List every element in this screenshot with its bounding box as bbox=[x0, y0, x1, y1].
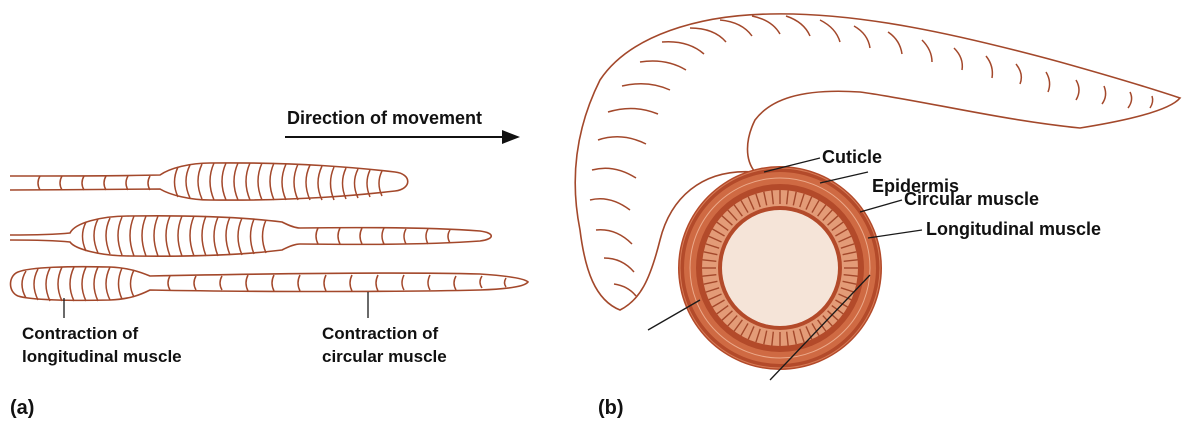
muscle-band-line bbox=[716, 221, 729, 231]
muscle-band-line bbox=[840, 287, 855, 293]
worm-1-segments bbox=[37, 162, 383, 201]
muscle-band-line bbox=[835, 228, 848, 237]
direction-label: Direction of movement bbox=[287, 108, 482, 128]
muscle-band-line bbox=[740, 200, 749, 213]
muscle-band-line bbox=[822, 315, 833, 327]
muscle-band-line bbox=[835, 299, 848, 308]
worm-stage-2 bbox=[9, 215, 493, 257]
muscle-band-line bbox=[827, 310, 839, 321]
panel-a-tag: (a) bbox=[10, 397, 34, 419]
muscle-band-line bbox=[703, 280, 718, 285]
muscle-band-line bbox=[712, 299, 725, 308]
label-cuticle: Cuticle bbox=[822, 147, 882, 167]
muscle-band-line bbox=[822, 209, 833, 221]
label-contraction-longitudinal: Contraction of longitudinal muscle bbox=[22, 324, 182, 366]
panel-b-tag: (b) bbox=[598, 397, 624, 419]
muscle-band-line bbox=[838, 235, 852, 243]
muscle-band-line bbox=[733, 204, 743, 217]
muscle-band-line bbox=[811, 200, 820, 213]
panel-b: Cuticle Epidermis Circular muscle Longit… bbox=[574, 13, 1182, 419]
body-leader-line bbox=[647, 299, 701, 331]
direction-arrow-icon bbox=[285, 130, 520, 144]
worm-cross-section bbox=[678, 166, 882, 370]
muscle-band-line bbox=[817, 204, 827, 217]
muscle-band-line bbox=[747, 196, 755, 210]
label-epidermis: Epidermis bbox=[872, 176, 959, 196]
label-circular-muscle: Circular muscle bbox=[904, 189, 1039, 209]
worm-2-segments bbox=[81, 215, 451, 257]
section-leader-line bbox=[769, 274, 871, 381]
circular-muscle-leader-line bbox=[859, 199, 903, 213]
worm-stage-1 bbox=[9, 162, 409, 201]
muscle-band-line bbox=[842, 251, 857, 256]
muscle-band-line bbox=[792, 191, 797, 206]
muscle-band-line bbox=[811, 323, 820, 336]
muscle-band-line bbox=[763, 330, 768, 345]
muscle-band-line bbox=[755, 193, 761, 208]
muscle-band-line bbox=[771, 190, 775, 205]
muscle-band-line bbox=[740, 323, 749, 336]
muscle-band-line bbox=[721, 215, 733, 226]
label-longitudinal-muscle: Longitudinal muscle bbox=[926, 219, 1101, 239]
muscle-band-line bbox=[831, 221, 844, 231]
muscle-band-line bbox=[727, 315, 738, 327]
panel-a: Direction of movement bbox=[9, 108, 530, 419]
worm-body bbox=[574, 13, 1182, 311]
muscle-band-line bbox=[708, 235, 722, 243]
label-contraction-circular: Contraction of circular muscle bbox=[322, 324, 447, 366]
muscle-band-line bbox=[747, 326, 755, 340]
muscle-band-line bbox=[792, 330, 797, 345]
muscle-band-line bbox=[716, 305, 729, 315]
muscle-band-line bbox=[702, 259, 717, 263]
muscle-band-line bbox=[771, 331, 775, 346]
cuticle-leader-line bbox=[763, 157, 821, 173]
muscle-band-line bbox=[721, 310, 733, 321]
muscle-band-line bbox=[727, 209, 738, 221]
worm-stage-3 bbox=[9, 265, 530, 302]
worm-3-segments bbox=[21, 266, 507, 302]
muscle-band-line bbox=[799, 328, 805, 343]
epidermis-leader-line bbox=[819, 171, 869, 184]
muscle-band-line bbox=[799, 193, 805, 208]
muscle-band-line bbox=[763, 191, 768, 206]
muscle-band-line bbox=[733, 319, 743, 332]
muscle-band-line bbox=[712, 228, 725, 237]
muscle-band-line bbox=[702, 273, 717, 277]
muscle-band-line bbox=[705, 243, 720, 249]
muscle-band-line bbox=[843, 259, 858, 263]
muscle-band-line bbox=[838, 293, 852, 301]
worm-body-segments bbox=[589, 15, 1154, 297]
muscle-band-line bbox=[827, 215, 839, 226]
muscle-band-line bbox=[785, 331, 789, 346]
muscle-band-line bbox=[703, 251, 718, 256]
muscle-band-line bbox=[708, 293, 722, 301]
longitudinal-muscle-leader-line bbox=[867, 229, 923, 239]
longitudinal-muscle-band-lines bbox=[702, 190, 858, 346]
muscle-band-line bbox=[842, 280, 857, 285]
muscle-band-line bbox=[805, 196, 813, 210]
muscle-band-line bbox=[705, 287, 720, 293]
muscle-band-line bbox=[785, 190, 789, 205]
muscle-band-line bbox=[755, 328, 761, 343]
muscle-band-line bbox=[840, 243, 855, 249]
body-cavity bbox=[722, 210, 838, 326]
muscle-band-line bbox=[843, 273, 858, 277]
